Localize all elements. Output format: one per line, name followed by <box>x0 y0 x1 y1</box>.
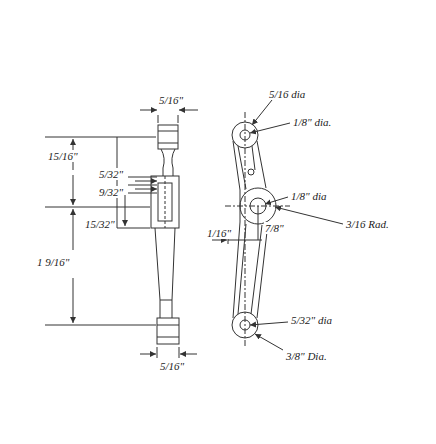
radius-callout: 3/16 Rad. <box>345 218 390 230</box>
width-dimension: 5/16" <box>158 94 184 106</box>
offset-dimension: 7/8" <box>264 222 285 234</box>
face-view <box>212 100 343 350</box>
offset-dimension: 15/32" <box>84 218 116 230</box>
offset-dimension: 5/32" <box>98 168 124 180</box>
width-dimension: 5/16" <box>159 360 185 372</box>
offset-dimension: 9/32" <box>98 186 124 198</box>
boss-callout: 3/8" Dia. <box>285 350 328 362</box>
hole-callout: 5/16 dia <box>268 88 306 100</box>
height-dimension: 1 9/16" <box>36 256 70 268</box>
hole-callout: 1/8" dia <box>290 190 327 202</box>
hole-callout: 5/32" dia <box>290 314 333 326</box>
hole-callout: 1/8" dia. <box>292 116 332 128</box>
offset-dimension: 1/16" <box>206 227 232 239</box>
side-view <box>45 110 198 358</box>
height-dimension: 15/16" <box>47 150 79 162</box>
